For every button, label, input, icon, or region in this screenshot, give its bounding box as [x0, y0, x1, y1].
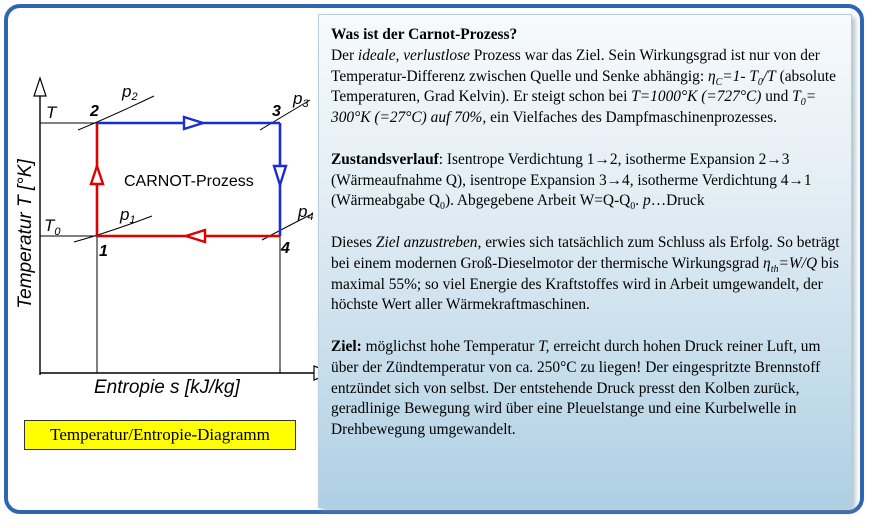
isobar-p2 [77, 95, 155, 131]
temp-label-T0: T0 [44, 216, 61, 238]
arrow-left-red [182, 228, 207, 244]
x-axis-label: Entropie s [kJ/kg] [94, 377, 240, 398]
isobar-p1 [73, 215, 153, 243]
arrow-down-blue [272, 164, 288, 189]
diagram-caption: Temperatur/Entropie-Diagramm [24, 420, 296, 450]
paragraph-efficiency: Dieses Ziel anzustreben, erwies sich tat… [331, 233, 840, 314]
point-label-3: 3 [272, 103, 281, 120]
paragraph-goal: Ziel: möglichst hohe Temperatur T, errei… [331, 337, 821, 439]
arrow-up-red [89, 162, 105, 186]
point-label-4: 4 [280, 240, 290, 257]
y-axis-arrow [33, 76, 47, 97]
pressure-label-p3: p3 [292, 89, 309, 110]
info-panel: Was ist der Carnot-Prozess? Der ideale, … [318, 14, 852, 508]
point-label-2: 2 [89, 103, 99, 120]
x-axis-arrow [313, 365, 318, 381]
paragraph-definition: Was ist der Carnot-Prozess? Der ideale, … [331, 26, 837, 127]
pressure-label-p4: p4 [297, 202, 314, 223]
arrow-right-blue [182, 115, 207, 131]
pressure-label-p1: p1 [119, 205, 136, 226]
point-label-1: 1 [99, 243, 108, 260]
y-axis-label: Temperatur T [°K] [15, 159, 36, 309]
paragraph-state-changes: Zustandsverlauf: Isentrope Verdichtung 1… [331, 150, 812, 213]
pressure-label-p2: p2 [121, 82, 138, 103]
ts-diagram: Temperatur T [°K] Entropie s [kJ/kg] CAR… [15, 76, 318, 398]
process-label: CARNOT-Prozess [124, 173, 254, 190]
temp-label-T: T [46, 103, 58, 122]
isobar-p3 [259, 99, 311, 131]
info-title: Was ist der Carnot-Prozess? [331, 26, 518, 43]
isobar-p4 [261, 213, 313, 241]
